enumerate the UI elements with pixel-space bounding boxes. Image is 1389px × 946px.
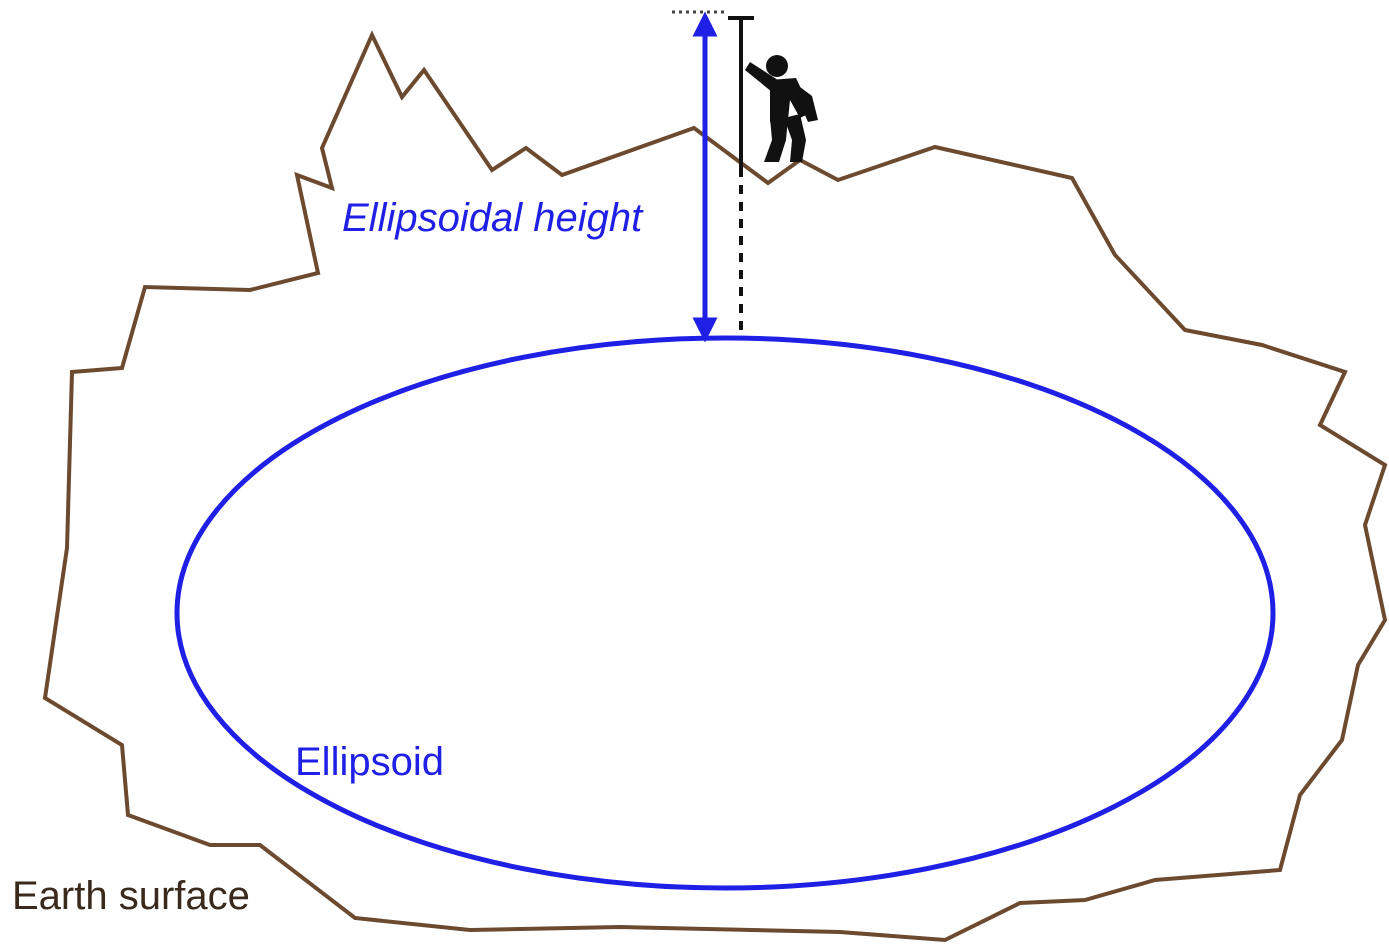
earth-surface-label: Earth surface bbox=[12, 876, 250, 916]
ellipsoid-ellipse bbox=[177, 338, 1273, 888]
ellipsoid-label: Ellipsoid bbox=[295, 742, 444, 782]
earth-surface-outline bbox=[45, 35, 1385, 940]
surveyor-with-pole-icon bbox=[745, 55, 818, 162]
ellipsoidal-height-label: Ellipsoidal height bbox=[342, 198, 642, 238]
